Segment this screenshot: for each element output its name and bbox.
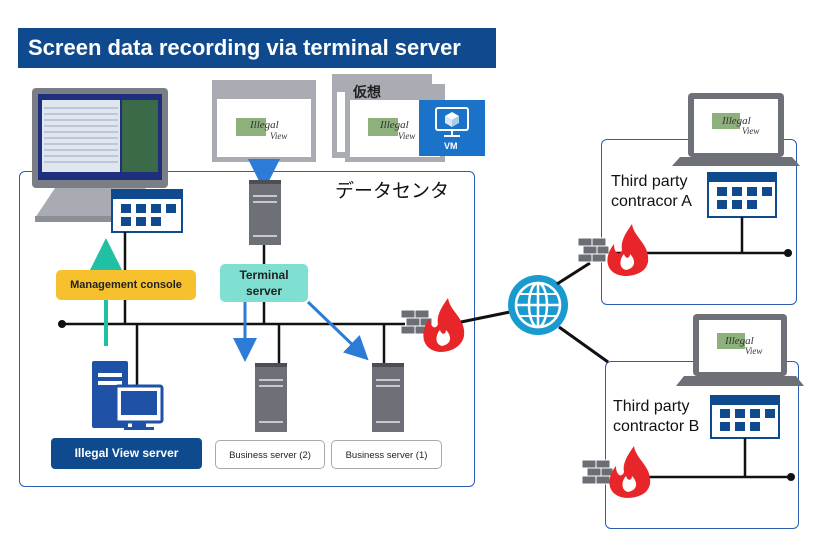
third-party-a-line1: Third party bbox=[611, 173, 688, 190]
datacenter-boundary bbox=[19, 171, 475, 487]
contractor-b-app-icon bbox=[710, 395, 780, 439]
page-title: Screen data recording via terminal serve… bbox=[18, 28, 496, 68]
business-server-2-icon bbox=[255, 363, 287, 432]
contractor-a-laptop: Illegal View bbox=[672, 93, 800, 166]
contractor-a-firewall-icon bbox=[577, 224, 649, 276]
vm-label: VM bbox=[444, 141, 458, 151]
business-server-1-label: Business server (1) bbox=[331, 440, 442, 469]
datacenter-label: データセンタ bbox=[335, 181, 450, 202]
session-arrow-2 bbox=[306, 300, 369, 361]
svg-text:View: View bbox=[742, 126, 759, 136]
svg-text:Illegal: Illegal bbox=[721, 115, 751, 127]
management-console-label: Management console bbox=[56, 270, 196, 300]
illegal-view-server-label: Illegal View server bbox=[51, 438, 202, 469]
virtual-label: 仮想 bbox=[353, 84, 381, 100]
third-party-b-line2: contractor B bbox=[613, 418, 700, 435]
vm-icon bbox=[419, 100, 485, 156]
terminal-session-window: Illegal View bbox=[212, 80, 316, 162]
internet-globe-icon bbox=[508, 275, 568, 335]
third-party-a-label: Third party contracor A bbox=[611, 172, 692, 212]
terminal-server-label-line1: Terminal bbox=[239, 268, 289, 282]
svg-text:Illegal: Illegal bbox=[724, 335, 754, 347]
business-server-2-label: Business server (2) bbox=[215, 440, 325, 469]
svg-text:Illegal: Illegal bbox=[249, 119, 279, 131]
terminal-server-label-line2: server bbox=[245, 284, 283, 298]
third-party-b-line1: Third party bbox=[613, 398, 690, 415]
illegal-view-server-icon bbox=[92, 361, 164, 430]
business-server-1-icon bbox=[372, 363, 404, 432]
third-party-a-line2: contracor A bbox=[611, 193, 692, 210]
third-party-b-label: Third party contractor B bbox=[613, 397, 699, 437]
management-app-icon bbox=[111, 189, 183, 233]
svg-text:View: View bbox=[398, 131, 415, 141]
svg-text:View: View bbox=[745, 346, 762, 356]
terminal-server-label: Terminal server bbox=[220, 264, 308, 302]
contractor-b-firewall-icon bbox=[581, 446, 651, 498]
svg-text:View: View bbox=[270, 131, 287, 141]
firewall-icon bbox=[400, 298, 465, 352]
terminal-server-icon bbox=[249, 180, 281, 245]
svg-text:Illegal: Illegal bbox=[379, 119, 409, 131]
contractor-a-app-icon bbox=[707, 172, 777, 218]
contractor-b-laptop: Illegal View bbox=[676, 314, 804, 386]
